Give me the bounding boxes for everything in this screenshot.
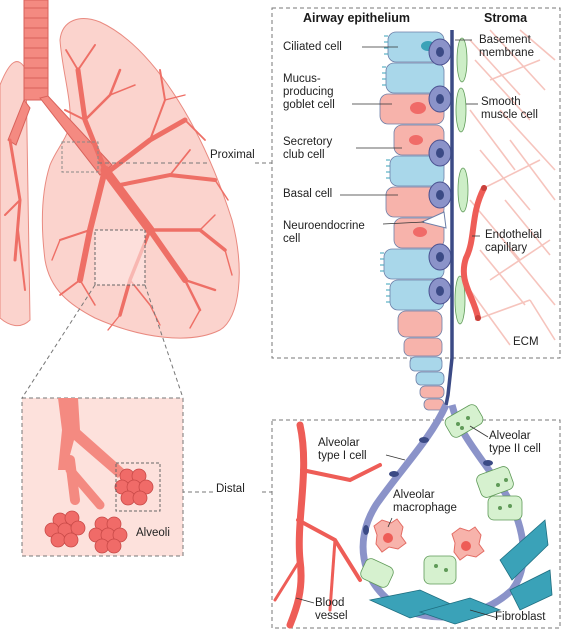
ecm-label: ECM xyxy=(513,336,539,348)
right-main-bronchus xyxy=(39,95,113,176)
distal-panel xyxy=(271,419,561,629)
alveolar-type2-cells xyxy=(360,404,523,588)
ciliated-cell xyxy=(415,371,445,386)
fibroblast xyxy=(418,597,502,625)
fibroblast-label: Fibroblast xyxy=(495,611,546,623)
smooth-muscle-cell xyxy=(456,37,468,83)
club-cell xyxy=(397,310,443,338)
alveolar-type2-cell xyxy=(360,558,394,588)
distal-leader-lines xyxy=(295,425,499,619)
goblet-cell-label: Mucus- producing goblet cell xyxy=(283,73,335,111)
basement-membrane xyxy=(444,30,454,406)
distal-label: Distal xyxy=(216,483,245,495)
ciliated-cell xyxy=(409,356,443,372)
club-cell xyxy=(403,337,443,357)
stroma-header: Stroma xyxy=(484,11,528,25)
alveoli-inset xyxy=(21,397,184,557)
smooth-muscle-cell xyxy=(457,167,469,213)
right-lung xyxy=(41,18,240,339)
alveolus-zoom-box xyxy=(115,462,161,512)
smooth-muscle-cell-label: Smooth muscle cell xyxy=(481,96,538,121)
alveolar-type2-cell xyxy=(423,555,457,585)
alveolar-sac xyxy=(44,468,154,554)
smooth-muscle-cell xyxy=(455,87,467,133)
ciliated-cell xyxy=(389,155,445,187)
alveolar-macrophage-label: Alveolar macrophage xyxy=(393,489,457,514)
fibroblast xyxy=(499,519,549,581)
alveolar-type2-cell xyxy=(487,495,523,521)
alveolar-type1-cells xyxy=(363,437,493,535)
fibroblast xyxy=(509,569,553,611)
cilia xyxy=(380,35,390,303)
proximal-label: Proximal xyxy=(210,149,255,161)
distal-zoom-box xyxy=(94,229,146,286)
lung-illustration xyxy=(0,0,240,339)
alveolar-type2-cell xyxy=(444,404,484,438)
blood-vessels xyxy=(273,421,382,629)
ecm-fibers xyxy=(469,29,556,346)
endothelial-capillary xyxy=(460,185,487,321)
club-cell-label: Secretory club cell xyxy=(283,136,333,161)
club-cell xyxy=(419,385,445,399)
smooth-muscle-cells xyxy=(454,37,469,325)
endothelial-capillary-label: Endothelial capillary xyxy=(485,229,542,254)
alveolar-type2-label: Alveolar type II cell xyxy=(489,430,541,455)
left-main-bronchus xyxy=(7,98,31,146)
proximal-panel xyxy=(271,7,561,359)
airway-epithelium-header: Airway epithelium xyxy=(303,11,410,25)
smooth-muscle-cell xyxy=(454,275,466,325)
alveoli-label: Alveoli xyxy=(136,527,170,539)
neuroendocrine-cell-label: Neuroendocrine cell xyxy=(283,220,365,245)
ciliated-cell-label: Ciliated cell xyxy=(283,41,342,53)
alveolar-type1-label: Alveolar type I cell xyxy=(318,437,367,462)
bronchial-tree xyxy=(51,44,233,331)
proximal-leader-lines xyxy=(340,39,480,237)
fibroblasts xyxy=(368,519,553,625)
basement-membrane-label: Basement membrane xyxy=(479,34,534,59)
blood-vessel-label: Blood vessel xyxy=(315,597,348,622)
proximal-zoom-box xyxy=(61,141,99,173)
ciliated-cell xyxy=(385,62,445,94)
alveolar-type2-cell xyxy=(476,466,514,498)
basal-cell-label: Basal cell xyxy=(283,188,333,200)
trachea xyxy=(23,0,49,101)
neuroendocrine-cell xyxy=(420,211,447,229)
